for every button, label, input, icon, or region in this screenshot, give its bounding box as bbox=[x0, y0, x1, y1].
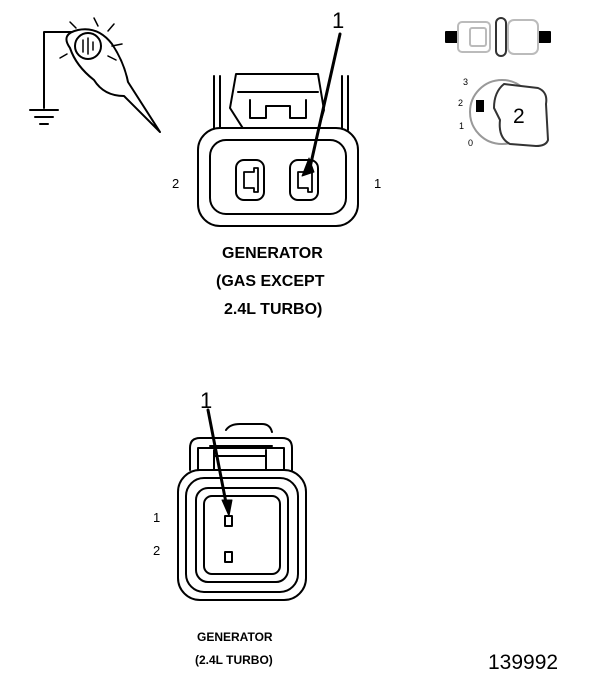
top-caption-line2: (GAS EXCEPT bbox=[216, 273, 325, 290]
connector-disconnect-icon bbox=[445, 17, 551, 57]
top-connector bbox=[197, 73, 359, 227]
key-position-label: 3 bbox=[463, 77, 469, 87]
key-position-label: 1 bbox=[459, 121, 465, 131]
bottom-pin-2-label: 2 bbox=[153, 543, 161, 558]
top-caption-line3: 2.4L TURBO) bbox=[224, 301, 323, 318]
top-pin-left-label: 2 bbox=[172, 176, 180, 191]
bottom-callout-arrow bbox=[206, 408, 233, 517]
bottom-connector bbox=[177, 423, 307, 601]
top-callout-label: 1 bbox=[332, 8, 345, 33]
key-position-label: 2 bbox=[458, 98, 464, 108]
ground-icon bbox=[29, 109, 59, 125]
test-light-icon bbox=[43, 17, 161, 133]
top-callout-arrow bbox=[301, 32, 342, 177]
bottom-caption-line1: GENERATOR bbox=[197, 630, 273, 644]
top-pin-right-label: 1 bbox=[374, 176, 382, 191]
bottom-pin-1-label: 1 bbox=[153, 510, 161, 525]
bottom-caption-line2: (2.4L TURBO) bbox=[195, 653, 273, 667]
figure-number: 139992 bbox=[488, 651, 559, 674]
key-position-label: 0 bbox=[468, 138, 474, 148]
bottom-callout-label: 1 bbox=[200, 388, 213, 413]
top-caption-line1: GENERATOR bbox=[222, 245, 323, 262]
key-selected-position: 2 bbox=[513, 105, 525, 128]
ignition-switch-icon bbox=[469, 79, 549, 147]
